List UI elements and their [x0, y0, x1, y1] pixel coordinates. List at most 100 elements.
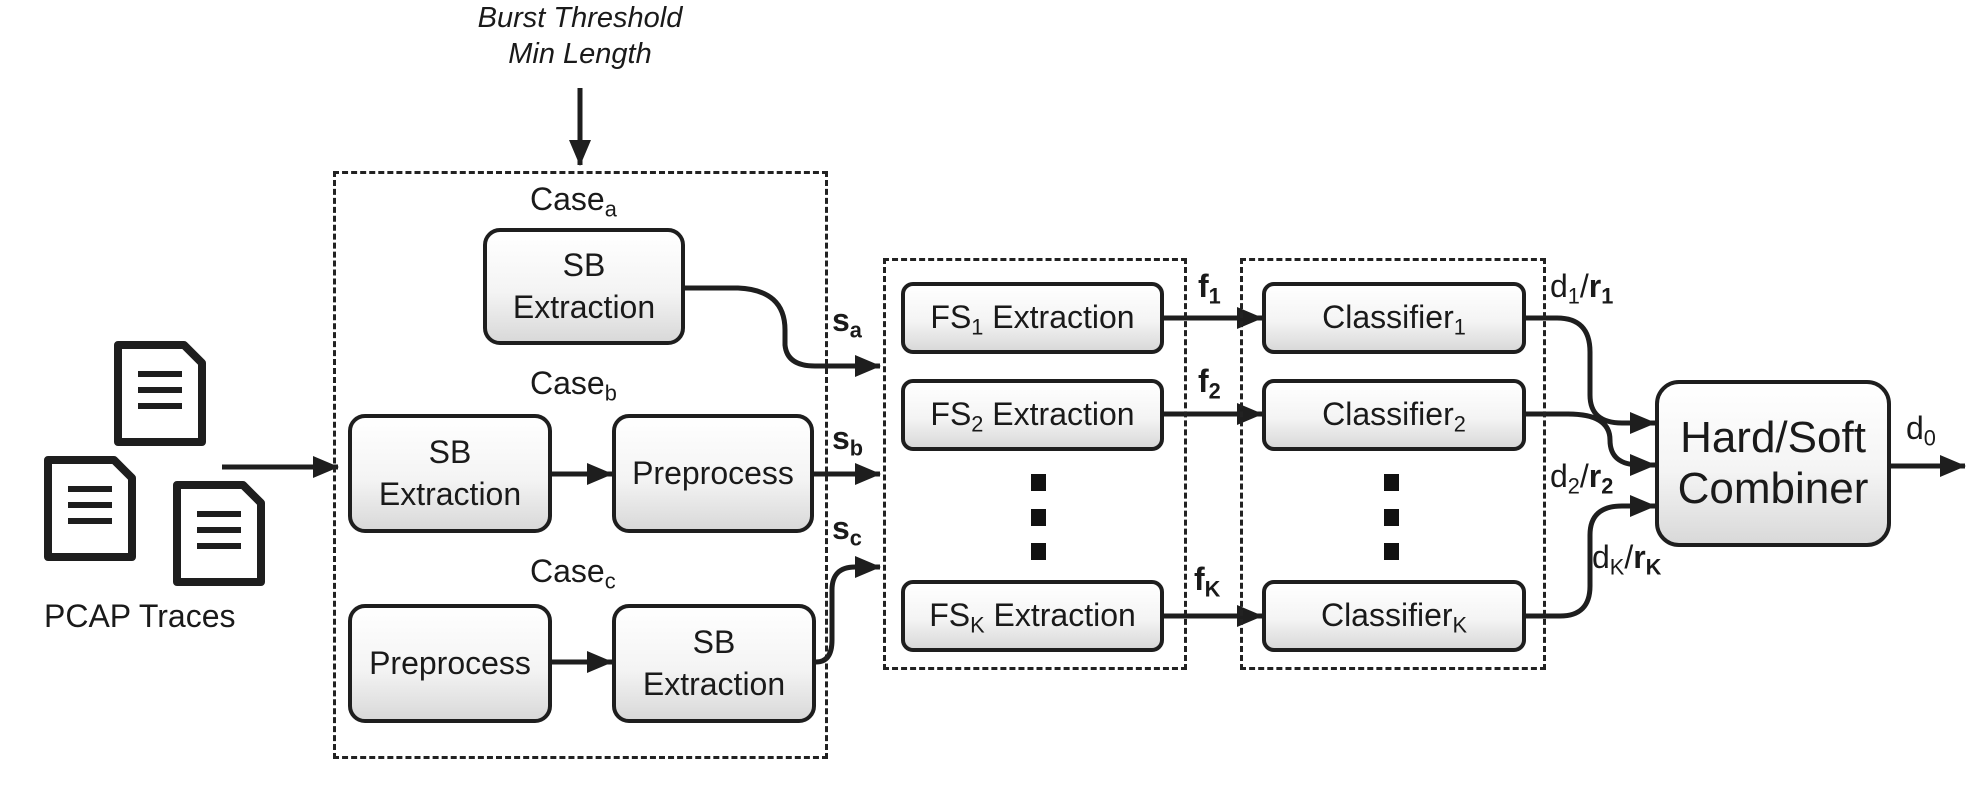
case-c-base: Case [530, 553, 605, 589]
ellipsis-dot [1384, 543, 1399, 560]
classifier-sub: 1 [1453, 314, 1466, 340]
decision-label-2: d2/r2 [1550, 458, 1613, 497]
stream-base: s [832, 420, 850, 456]
d2-arrow [1524, 411, 1656, 476]
box-line-2: Extraction [512, 288, 656, 325]
dk-arrow [1524, 495, 1656, 619]
fs-base: FS [929, 597, 971, 634]
fs-suffix: Extraction [984, 597, 1136, 634]
fs-k-extraction-box: FSK Extraction [901, 580, 1164, 652]
sa-arrow [683, 285, 881, 377]
stream-label-b: sb [832, 420, 863, 459]
decision-label-1: d1/r1 [1550, 268, 1613, 307]
decision-slash: / [1624, 539, 1634, 575]
case-a-label: Casea [530, 181, 617, 220]
fs-suffix: Extraction [983, 396, 1135, 433]
classifier-base: Classifier [1320, 597, 1453, 634]
classifier-sub: 2 [1453, 411, 1466, 437]
feature-base: f [1194, 561, 1205, 597]
feature-base: f [1198, 268, 1209, 304]
classifier-base: Classifier [1322, 299, 1454, 336]
ellipsis-dot [1031, 543, 1046, 560]
decision-d: d [1550, 458, 1568, 494]
d1-arrow [1524, 315, 1656, 434]
fs-suffix: Extraction [983, 299, 1135, 336]
box-line-2: Extraction [378, 475, 522, 512]
stream-label-a: sa [832, 302, 862, 341]
case-c-sub: c [604, 568, 616, 594]
decision-d-sub: 1 [1567, 283, 1580, 309]
classifier-2-box: Classifier2 [1262, 379, 1526, 451]
ellipsis-dot [1031, 509, 1046, 526]
case-b-base: Case [530, 365, 605, 401]
box-line-2: Extraction [642, 665, 786, 702]
case-group-box [333, 171, 828, 759]
case-a-sb-extraction-box: SB Extraction [483, 228, 685, 345]
fs-1-extraction-box: FS1 Extraction [901, 282, 1164, 354]
case-c-preprocess-box: Preprocess [348, 604, 552, 723]
box-text: Preprocess [369, 644, 531, 681]
parameter-line-2: Min Length [508, 38, 652, 71]
case-a-sub: a [604, 196, 617, 222]
decision-r: r [1633, 539, 1646, 575]
feature-extraction-group-box [883, 258, 1187, 670]
stream-sub: b [849, 435, 864, 461]
stream-base: s [832, 302, 850, 338]
stream-sub: a [849, 317, 862, 343]
decision-r-sub: K [1645, 554, 1662, 580]
fs-sub: K [970, 612, 985, 638]
ellipsis-dot [1031, 474, 1046, 491]
fs-base: FS [930, 396, 972, 433]
combiner-line-1: Hard/Soft [1680, 412, 1866, 462]
decision-r-sub: 2 [1601, 473, 1614, 499]
feature-label-2: f2 [1198, 363, 1221, 402]
decision-r-sub: 1 [1601, 283, 1614, 309]
box-line-1: SB [692, 623, 736, 660]
classifier-group-box [1240, 258, 1546, 670]
case-a-base: Case [530, 181, 605, 217]
box-text: Preprocess [632, 454, 794, 491]
case-c-label: Casec [530, 553, 616, 592]
decision-d-sub: 2 [1567, 473, 1580, 499]
feature-sub: K [1204, 576, 1221, 602]
output-sub: 0 [1923, 425, 1936, 451]
classifier-k-box: ClassifierK [1262, 580, 1526, 652]
decision-d: d [1592, 539, 1610, 575]
case-b-sb-extraction-box: SB Extraction [348, 414, 552, 533]
pcap-traces-label: PCAP Traces [44, 598, 236, 634]
case-c-sb-extraction-box: SB Extraction [612, 604, 816, 723]
fs-sub: 1 [971, 314, 984, 340]
decision-r: r [1588, 458, 1602, 494]
classifier-sub: K [1452, 612, 1468, 638]
feature-label-k: fK [1194, 561, 1220, 600]
feature-sub: 1 [1208, 283, 1221, 309]
case-b-sub: b [604, 380, 617, 406]
parameter-line-1: Burst Threshold [477, 2, 683, 34]
box-line-1: SB [562, 246, 606, 283]
feature-sub: 2 [1208, 378, 1221, 404]
box-line-1: SB [428, 433, 472, 470]
decision-d: d [1550, 268, 1568, 304]
decision-slash: / [1579, 458, 1589, 494]
output-base: d [1906, 410, 1924, 446]
decision-d-sub: K [1609, 554, 1625, 580]
case-b-label: Caseb [530, 365, 617, 404]
ellipsis-dot [1384, 474, 1399, 491]
ellipsis-dot [1384, 509, 1399, 526]
document-icon [44, 341, 265, 586]
feature-base: f [1198, 363, 1209, 399]
decision-label-k: dK/rK [1592, 539, 1661, 578]
stream-label-c: sc [832, 510, 862, 549]
case-b-preprocess-box: Preprocess [612, 414, 814, 533]
stream-sub: c [849, 525, 862, 551]
sc-arrow [815, 556, 881, 665]
feature-label-1: f1 [1198, 268, 1221, 307]
stream-base: s [832, 510, 850, 546]
decision-r: r [1588, 268, 1602, 304]
classifier-1-box: Classifier1 [1262, 282, 1526, 354]
decision-slash: / [1579, 268, 1589, 304]
combiner-line-2: Combiner [1677, 463, 1869, 513]
classifier-base: Classifier [1322, 396, 1454, 433]
